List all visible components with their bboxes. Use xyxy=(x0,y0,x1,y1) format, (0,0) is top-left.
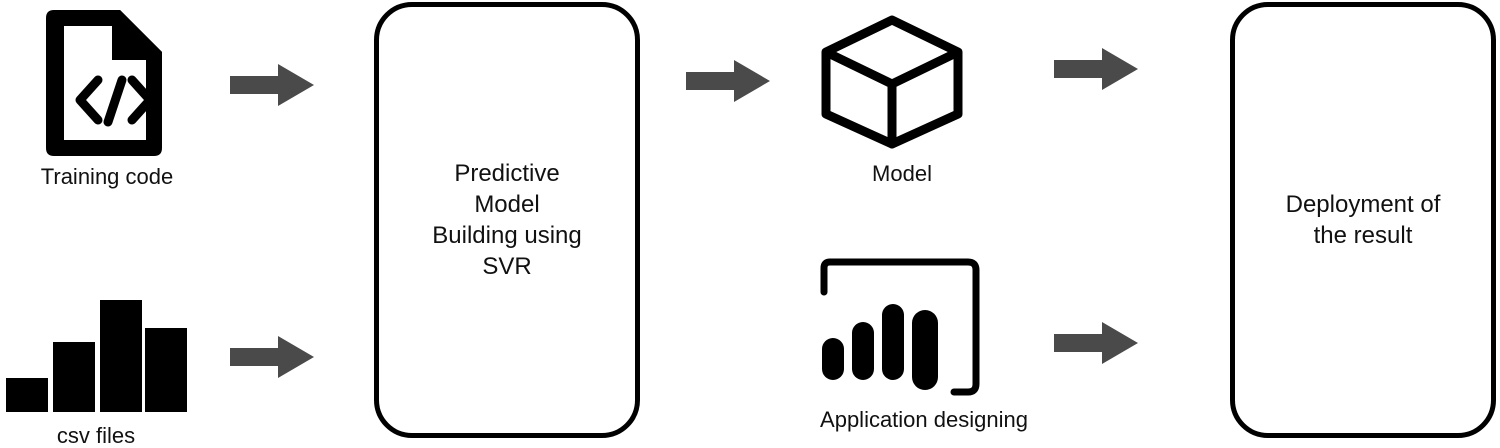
model-label: Model xyxy=(872,161,932,186)
arrow-application-to-deployment xyxy=(1054,322,1138,364)
arrow-model-building-to-model xyxy=(686,60,770,102)
power-bi-icon xyxy=(818,258,986,398)
csv-files-label: csv files xyxy=(56,423,136,448)
arrow-model-to-deployment xyxy=(1054,48,1138,90)
arrow-training-to-model-building xyxy=(230,64,314,106)
deployment-box: Deployment of the result xyxy=(1230,2,1496,438)
deployment-label: Deployment of the result xyxy=(1285,190,1441,249)
application-label: Application designing xyxy=(820,407,1028,432)
training-code-label: Training code xyxy=(40,164,174,189)
model-building-label: Predictive Model Building using SVR xyxy=(432,159,582,281)
model-building-box: Predictive Model Building using SVR xyxy=(374,2,640,438)
cube-icon xyxy=(818,14,966,150)
arrow-csv-to-model-building xyxy=(230,336,314,378)
code-file-icon xyxy=(44,8,166,158)
bar-chart-icon xyxy=(4,300,188,412)
